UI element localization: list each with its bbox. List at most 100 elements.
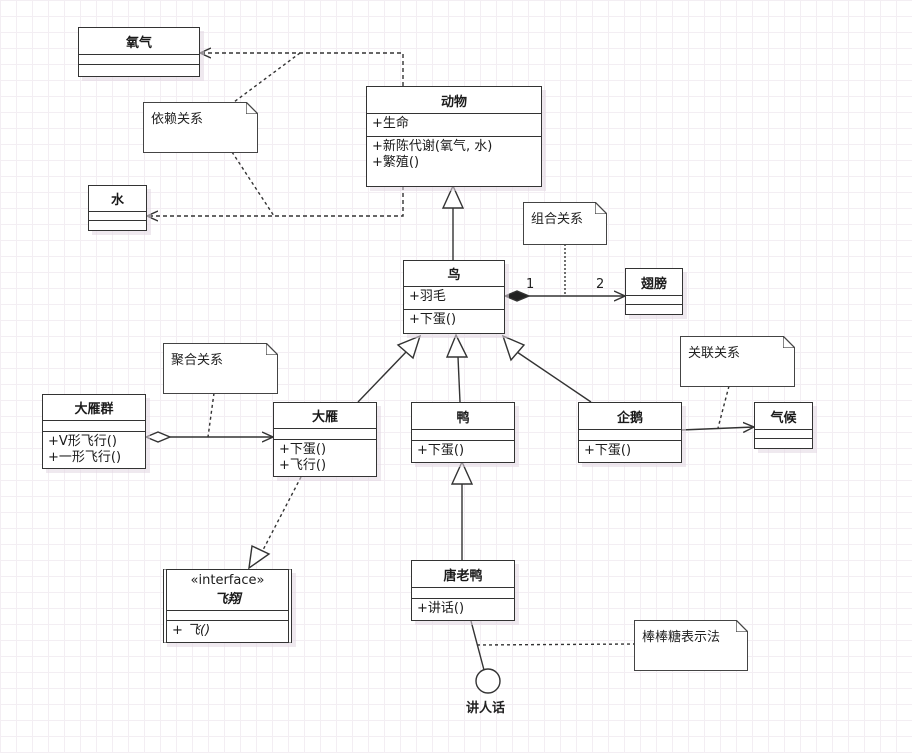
attributes-section — [755, 430, 812, 439]
operation: + 飞() — [172, 623, 211, 638]
operations-section: +新陈代谢(氧气, 水) +繁殖() — [367, 137, 541, 173]
attributes-section — [89, 212, 146, 221]
operations-section — [626, 305, 682, 313]
note-text: 依赖关系 — [151, 112, 204, 127]
composition-diamond — [503, 290, 531, 302]
generalization-arrowhead — [450, 460, 474, 485]
operations-section: +讲话() — [412, 599, 514, 619]
class-name: 氧气 — [79, 28, 199, 55]
class-bird[interactable]: 鸟 +羽毛 +下蛋() — [403, 260, 505, 334]
attributes-section — [412, 588, 514, 599]
operations-section: +下蛋() — [404, 310, 504, 330]
operations-section — [79, 65, 199, 75]
association-penguin-climate — [680, 427, 754, 430]
class-tang-duck[interactable]: 唐老鸭 +讲话() — [411, 560, 515, 621]
operation: +繁殖() — [372, 155, 420, 170]
attributes-section: +羽毛 — [404, 287, 504, 310]
class-goose[interactable]: 大雁 +下蛋() +飞行() — [273, 402, 377, 477]
note-text: 棒棒糖表示法 — [642, 630, 721, 645]
operations-section: +下蛋() — [412, 441, 514, 461]
operations-section — [89, 221, 146, 229]
note-text: 组合关系 — [531, 212, 584, 227]
attribute: +生命 — [372, 116, 409, 131]
class-name: 大雁群 — [43, 395, 145, 421]
note-anchor-aggregation — [207, 392, 215, 438]
generalization-goose-bird — [357, 350, 408, 403]
operation: +下蛋() — [584, 443, 632, 458]
note-text: 聚合关系 — [171, 353, 224, 368]
class-name: 飞翔 — [214, 592, 241, 607]
attributes-section — [579, 430, 681, 441]
operations-section: +下蛋() — [579, 441, 681, 461]
operation: +一形飞行() — [48, 450, 122, 465]
lollipop-circle — [475, 668, 501, 694]
attributes-section — [43, 421, 145, 432]
stereotype: «interface» — [190, 573, 265, 588]
class-animal[interactable]: 动物 +生命 +新陈代谢(氧气, 水) +繁殖() — [366, 86, 542, 187]
note-anchor-dependency-top — [233, 52, 301, 103]
note-anchor-association — [717, 385, 730, 429]
operations-section: + 飞() — [167, 621, 288, 641]
class-goose-group[interactable]: 大雁群 +V形飞行() +一形飞行() — [42, 394, 146, 469]
generalization-arrowhead — [396, 334, 422, 360]
note-aggregation[interactable]: 聚合关系 — [163, 343, 278, 394]
class-duck[interactable]: 鸭 +下蛋() — [411, 402, 515, 463]
multiplicity-bird: 1 — [526, 277, 535, 292]
interface-header: «interface» 飞翔 — [167, 570, 288, 611]
generalization-arrowhead — [445, 333, 469, 358]
operations-section: +V形飞行() +一形飞行() — [43, 432, 145, 468]
attributes-section: +生命 — [367, 114, 541, 137]
dependency-animal-water — [147, 186, 404, 216]
class-name: 唐老鸭 — [412, 561, 514, 588]
operation: +下蛋() — [417, 443, 465, 458]
class-water[interactable]: 水 — [88, 185, 147, 231]
attribute: +羽毛 — [409, 289, 446, 304]
attributes-section — [626, 296, 682, 305]
multiplicity-wing: 2 — [596, 277, 605, 292]
operation: +下蛋() — [279, 442, 327, 457]
note-anchor-dependency-bottom — [231, 151, 275, 217]
attributes-section — [79, 55, 199, 65]
note-lollipop[interactable]: 棒棒糖表示法 — [634, 620, 748, 671]
note-fold-icon — [783, 336, 795, 348]
class-name: 大雁 — [274, 403, 376, 429]
class-penguin[interactable]: 企鹅 +下蛋() — [578, 402, 682, 463]
class-name: 翅膀 — [626, 269, 682, 296]
class-wing[interactable]: 翅膀 — [625, 268, 683, 315]
operation: +新陈代谢(氧气, 水) — [372, 139, 493, 154]
operations-section — [755, 439, 812, 447]
class-name: 水 — [89, 186, 146, 212]
note-fold-icon — [266, 343, 278, 355]
note-composition[interactable]: 组合关系 — [523, 202, 607, 245]
realization-goose-fly — [262, 476, 302, 551]
attributes-section — [274, 429, 376, 440]
note-text: 关联关系 — [688, 346, 741, 361]
class-name: 企鹅 — [579, 403, 681, 430]
generalization-penguin-bird — [516, 351, 592, 403]
aggregation-diamond — [144, 431, 172, 443]
class-oxygen[interactable]: 氧气 — [78, 27, 200, 77]
operation: +V形飞行() — [48, 434, 117, 449]
class-climate[interactable]: 气候 — [754, 402, 813, 449]
attributes-section — [412, 430, 514, 441]
realization-arrowhead — [248, 544, 271, 570]
class-name: 动物 — [367, 87, 541, 114]
attributes-section — [167, 611, 288, 621]
note-dependency[interactable]: 依赖关系 — [143, 102, 258, 153]
note-anchor-lollipop — [476, 643, 635, 646]
generalization-duck-bird — [457, 356, 461, 403]
class-name: 气候 — [755, 403, 812, 430]
generalization-arrowhead — [501, 334, 526, 362]
operation: +下蛋() — [409, 312, 457, 327]
lollipop-interface-label: 讲人话 — [466, 701, 506, 716]
operations-section: +下蛋() +飞行() — [274, 440, 376, 476]
operation: +讲话() — [417, 601, 465, 616]
note-fold-icon — [246, 102, 258, 114]
operation: +飞行() — [279, 458, 327, 473]
note-association[interactable]: 关联关系 — [680, 336, 795, 387]
generalization-arrowhead — [441, 184, 465, 209]
note-fold-icon — [736, 620, 748, 632]
interface-fly[interactable]: «interface» 飞翔 + 飞() — [163, 569, 292, 643]
dependency-animal-oxygen — [200, 53, 404, 86]
